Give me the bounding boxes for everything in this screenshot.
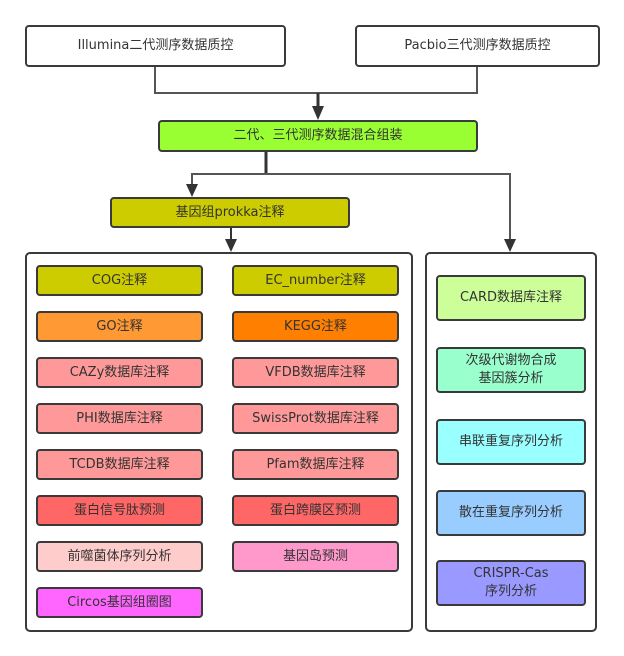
left-panel-node-label: COG注释 xyxy=(91,272,148,288)
left-panel-node[interactable]: SwissProt数据库注释 xyxy=(232,403,399,434)
left-panel-node-label: Pfam数据库注释 xyxy=(266,456,365,472)
right-panel-node[interactable]: CRISPR-Cas 序列分析 xyxy=(436,560,586,606)
right-panel-node-label: 串联重复序列分析 xyxy=(458,434,563,449)
left-panel-node[interactable]: COG注释 xyxy=(36,265,203,296)
left-panel-node[interactable]: 基因岛预测 xyxy=(232,541,399,572)
left-panel-node[interactable]: GO注释 xyxy=(36,311,203,342)
left-annotation-panel xyxy=(25,252,413,632)
right-panel-node[interactable]: 串联重复序列分析 xyxy=(436,419,586,465)
arrowhead-assembly xyxy=(312,106,324,120)
prokka-label: 基因组prokka注释 xyxy=(175,204,285,220)
left-panel-node-label: EC_number注释 xyxy=(265,272,366,288)
left-panel-node[interactable]: 蛋白信号肽预测 xyxy=(36,495,203,526)
right-panel-node-label: CARD数据库注释 xyxy=(459,290,562,305)
left-panel-node-label: PHI数据库注释 xyxy=(76,410,163,426)
edge-to-prokka xyxy=(191,173,266,188)
left-panel-node-label: CAZy数据库注释 xyxy=(69,364,170,380)
edge-to-right-panel xyxy=(266,173,511,242)
left-panel-node[interactable]: VFDB数据库注释 xyxy=(232,357,399,388)
left-panel-node[interactable]: EC_number注释 xyxy=(232,265,399,296)
right-panel-node-label: CRISPR-Cas 序列分析 xyxy=(473,566,549,599)
left-panel-node-label: GO注释 xyxy=(96,318,143,334)
arrowhead-left-panel xyxy=(225,239,237,252)
left-panel-node-label: 蛋白信号肽预测 xyxy=(73,502,165,518)
right-panel-node[interactable]: CARD数据库注释 xyxy=(436,275,586,321)
left-panel-node-label: KEGG注释 xyxy=(284,318,347,334)
left-panel-node-label: 蛋白跨膜区预测 xyxy=(269,502,361,518)
edge-illumina xyxy=(154,67,318,94)
left-panel-node[interactable]: Circos基因组圈图 xyxy=(36,587,203,618)
right-panel-node-label: 次级代谢物合成 基因簇分析 xyxy=(465,353,557,386)
edge-pacbio xyxy=(318,67,478,94)
left-panel-node-label: Circos基因组圈图 xyxy=(67,594,172,610)
left-panel-node[interactable]: KEGG注释 xyxy=(232,311,399,342)
left-panel-node[interactable]: 蛋白跨膜区预测 xyxy=(232,495,399,526)
assembly-node[interactable]: 二代、三代测序数据混合组装 xyxy=(158,120,478,152)
left-panel-node[interactable]: PHI数据库注释 xyxy=(36,403,203,434)
left-panel-node-label: TCDB数据库注释 xyxy=(69,456,170,472)
left-panel-node-label: 前噬菌体序列分析 xyxy=(67,548,172,564)
right-panel-node[interactable]: 散在重复序列分析 xyxy=(436,490,586,536)
prokka-node[interactable]: 基因组prokka注释 xyxy=(110,197,350,228)
pacbio-qc-label: Pacbio三代测序数据质控 xyxy=(404,38,551,53)
left-panel-node-label: 基因岛预测 xyxy=(282,548,348,564)
illumina-qc-label: Illumina二代测序数据质控 xyxy=(77,38,234,53)
left-panel-node-label: SwissProt数据库注释 xyxy=(252,410,379,426)
right-panel-node-label: 散在重复序列分析 xyxy=(458,505,563,520)
illumina-qc-node[interactable]: Illumina二代测序数据质控 xyxy=(25,25,286,67)
left-panel-node[interactable]: Pfam数据库注释 xyxy=(232,449,399,480)
left-panel-node[interactable]: 前噬菌体序列分析 xyxy=(36,541,203,572)
left-panel-node[interactable]: TCDB数据库注释 xyxy=(36,449,203,480)
left-panel-node-label: VFDB数据库注释 xyxy=(265,364,366,380)
arrowhead-right-panel xyxy=(504,239,516,252)
left-panel-node[interactable]: CAZy数据库注释 xyxy=(36,357,203,388)
assembly-label: 二代、三代测序数据混合组装 xyxy=(233,128,403,143)
arrowhead-prokka xyxy=(186,184,198,197)
right-panel-node[interactable]: 次级代谢物合成 基因簇分析 xyxy=(436,347,586,393)
pacbio-qc-node[interactable]: Pacbio三代测序数据质控 xyxy=(355,25,600,67)
